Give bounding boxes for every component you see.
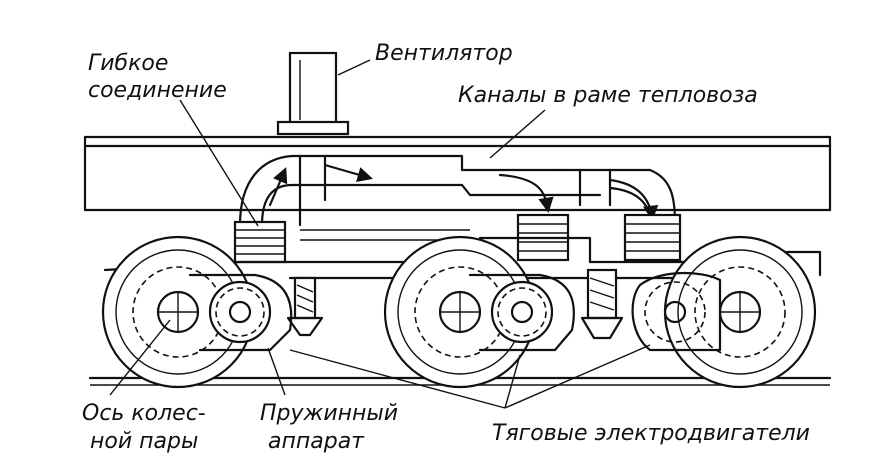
spring-apparatus-left (286, 276, 324, 337)
label-traction-motors: Тяговые электродвигатели (492, 421, 810, 446)
fan (276, 51, 350, 136)
traction-motor-left (188, 273, 293, 352)
label-spring-2: аппарат (268, 429, 365, 454)
locomotive-frame (83, 135, 832, 212)
air-channel (238, 154, 677, 227)
label-axle-2: ной пары (90, 429, 198, 454)
bellows-right (623, 213, 682, 262)
wheel-right (663, 235, 817, 389)
label-frame-channels: Каналы в раме тепловоза (458, 83, 758, 108)
traction-motor-middle (468, 273, 575, 352)
label-flexible-connection-2: соединение (88, 78, 227, 103)
label-fan: Вентилятор (375, 41, 513, 66)
label-spring-1: Пружинный (260, 401, 398, 426)
spring-apparatus-right (580, 268, 624, 340)
leader-lines (109, 59, 651, 409)
label-flexible-connection-1: Гибкое (88, 51, 168, 76)
traction-motor-right (631, 272, 722, 352)
labels: Гибкое соединение Вентилятор Каналы в ра… (82, 41, 810, 454)
label-axle-1: Ось колес- (82, 401, 206, 426)
bellows-left (233, 220, 287, 264)
